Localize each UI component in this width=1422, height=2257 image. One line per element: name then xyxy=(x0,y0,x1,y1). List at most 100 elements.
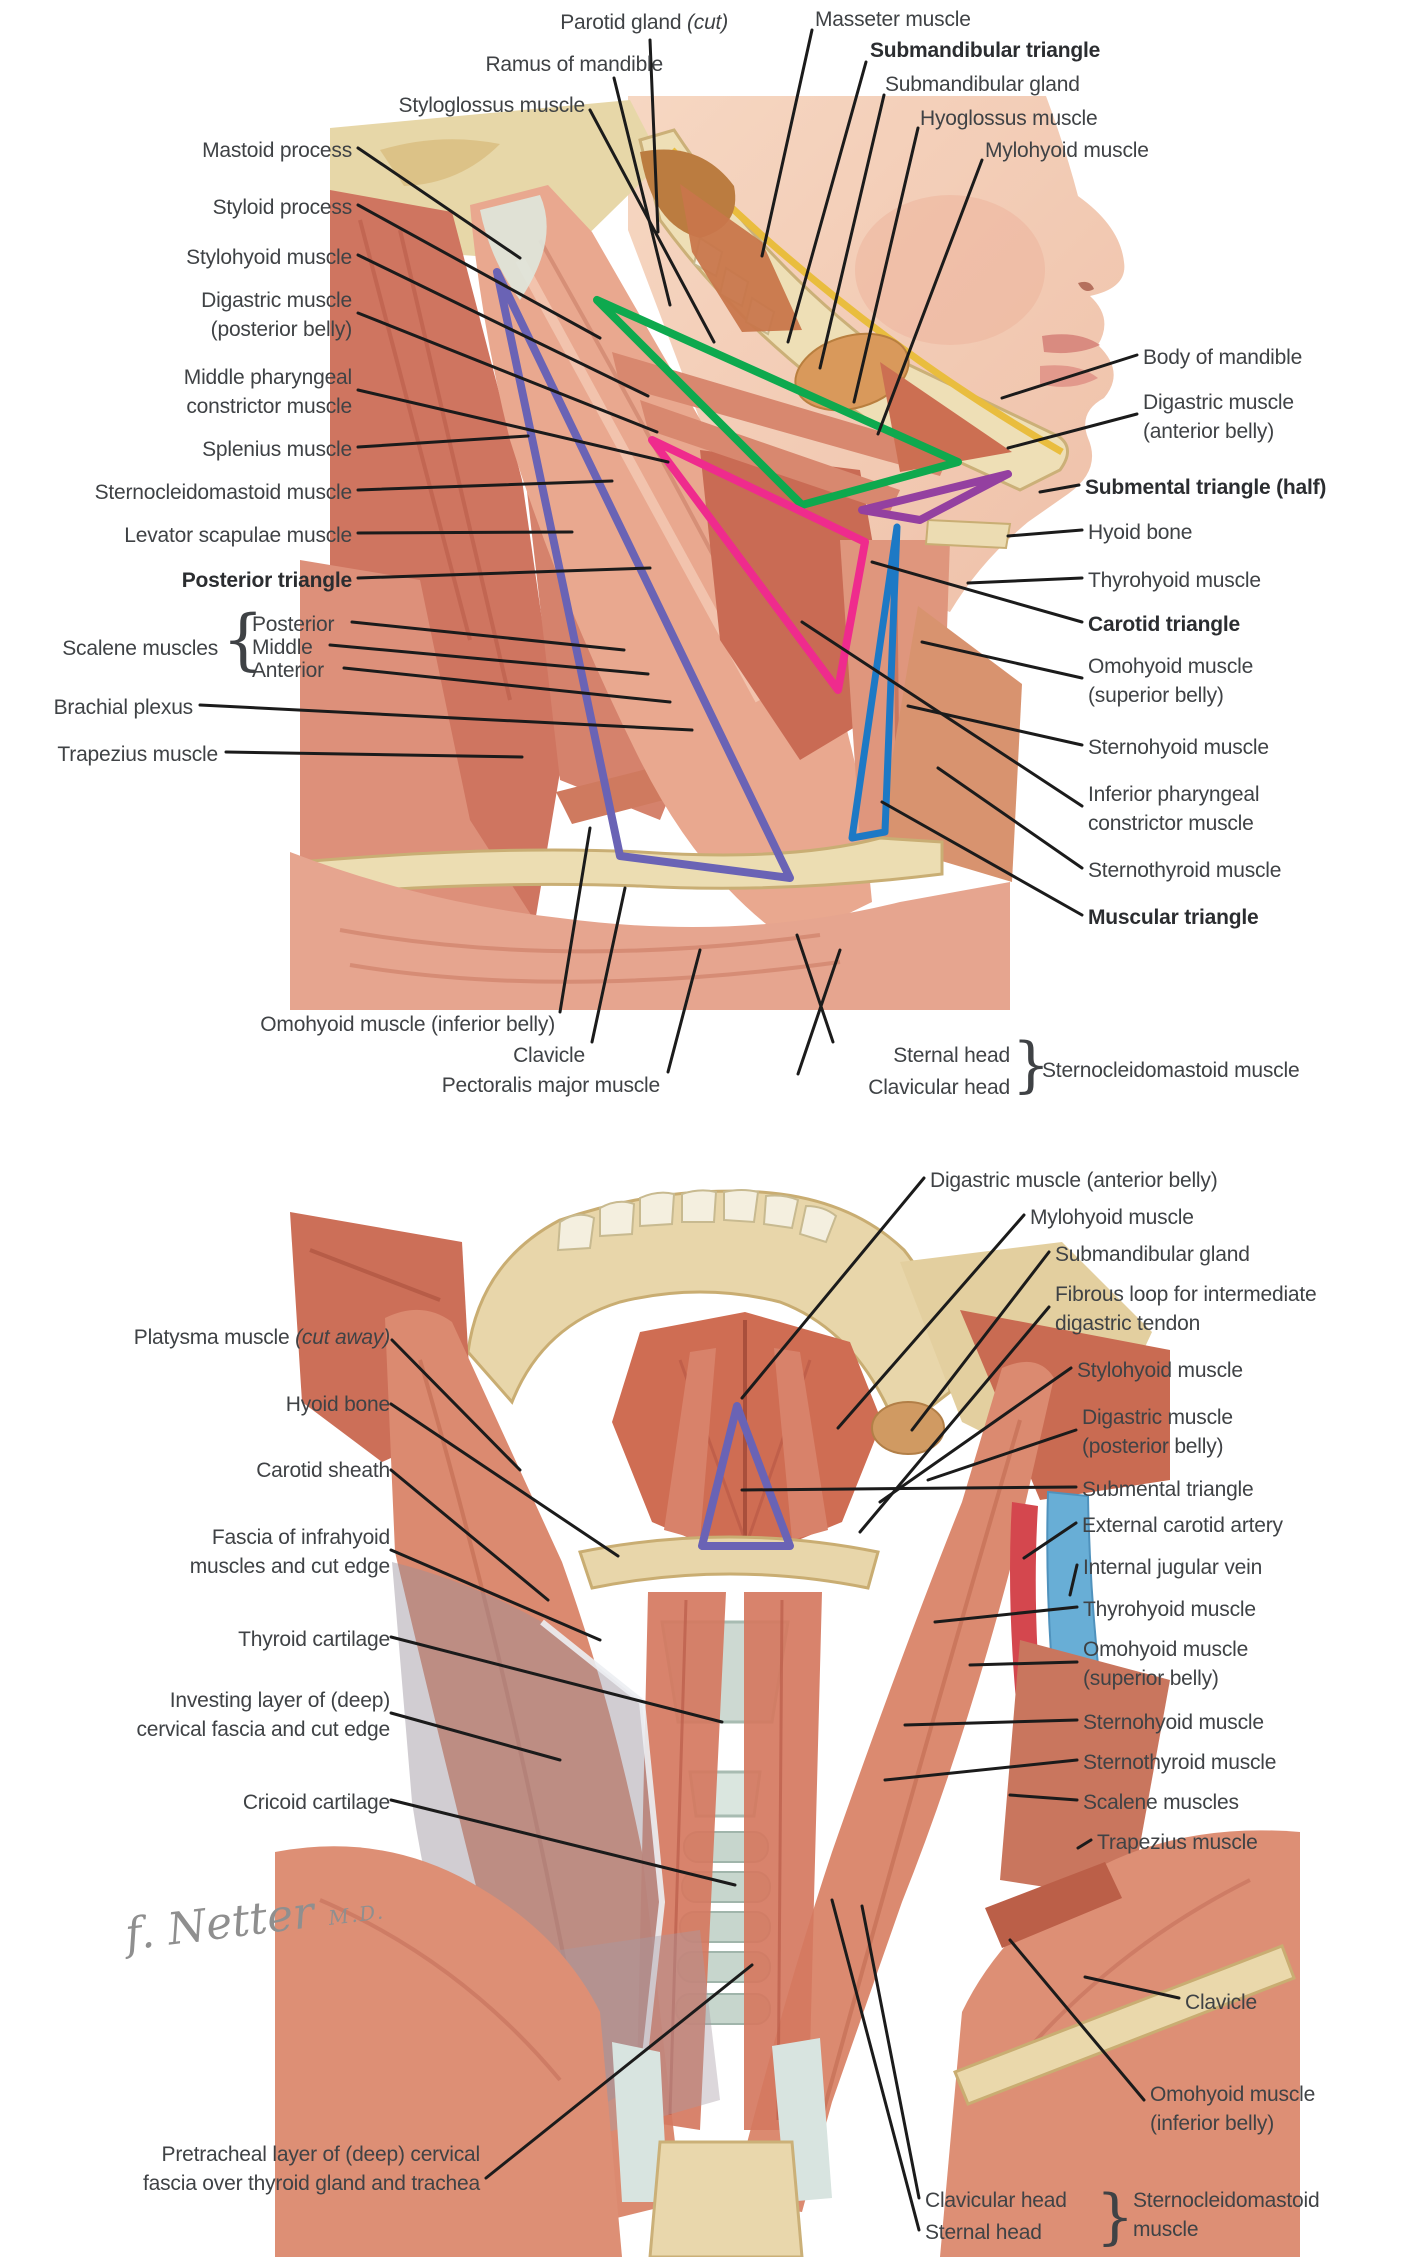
label-middle-pharyngeal: Middle pharyngeal constrictor muscle xyxy=(183,366,352,418)
label-mylohyoid-muscle: Mylohyoid muscle xyxy=(985,139,1149,162)
label-omohyoid-inferior: Omohyoid muscle (inferior belly) xyxy=(260,1013,555,1036)
leader-line xyxy=(910,1250,1051,1432)
label-submandibular-triangle: Submandibular triangle xyxy=(870,39,1101,62)
left-scm-band xyxy=(385,1309,682,2232)
scm-heads-brace-2: } xyxy=(1096,2182,1135,2252)
leader-line xyxy=(968,1660,1079,1667)
leader-line xyxy=(1038,483,1081,494)
leader-line xyxy=(795,933,835,1044)
label-thyrohyoid-muscle: Thyrohyoid muscle xyxy=(1088,569,1261,592)
label-omohyoid-inferior-2: Omohyoid muscle (inferior belly) xyxy=(1150,2083,1316,2135)
figure1-lateral-neck xyxy=(290,96,1125,1010)
label-parotid-gland: Parotid gland (cut) xyxy=(560,11,728,34)
label-pretracheal-layer: Pretracheal layer of (deep) cervical fas… xyxy=(143,2143,480,2195)
digastric-anterior-bellies xyxy=(664,1348,828,1540)
leader-line xyxy=(612,76,672,307)
submental-triangle-overlay xyxy=(858,470,1012,524)
nostril xyxy=(1078,281,1094,291)
label-sternocleidomastoid: Sternocleidomastoid muscle xyxy=(94,481,353,504)
label-fascia-infrahyoid: Fascia of infrahyoid muscles and cut edg… xyxy=(189,1526,390,1578)
leader-line xyxy=(760,28,814,258)
leader-line xyxy=(880,800,1084,917)
label-scm-heads-2: Sternocleidomastoid muscle xyxy=(1133,2189,1320,2241)
label-trapezius-2: Trapezius muscle xyxy=(1097,1831,1258,1854)
label-stylohyoid-muscle: Stylohyoid muscle xyxy=(186,246,352,269)
leader-line xyxy=(224,750,524,759)
scm-tendon-heads xyxy=(612,2038,832,2202)
leader-line xyxy=(830,1898,921,2232)
omohyoid-inferior-belly xyxy=(985,1862,1122,1948)
chest-pectoralis xyxy=(290,852,1010,1010)
leader-line xyxy=(648,38,660,234)
leader-line xyxy=(356,479,614,492)
label-sternal-head-2: Sternal head xyxy=(925,2221,1042,2244)
label-trapezius-muscle: Trapezius muscle xyxy=(57,743,218,766)
label-sternothyroid-muscle: Sternothyroid muscle xyxy=(1088,859,1282,882)
label-scalene-middle: Middle xyxy=(252,636,313,659)
label-digastric-anterior: Digastric muscle (anterior belly) xyxy=(1143,391,1294,443)
leader-line xyxy=(870,560,1084,624)
carotid-triangle-overlay xyxy=(648,436,869,694)
leader-line xyxy=(936,766,1084,870)
label-submental-triangle-2: Submental triangle xyxy=(1082,1478,1254,1501)
label-clavicular-head-2: Clavicular head xyxy=(925,2189,1067,2212)
leader-line xyxy=(966,576,1084,585)
leader-line xyxy=(1006,528,1084,538)
label-external-carotid: External carotid artery xyxy=(1082,1514,1283,1537)
right-scalene-mass xyxy=(1000,1640,1170,1900)
label-carotid-triangle: Carotid triangle xyxy=(1088,613,1240,636)
label-submandibular-gland: Submandibular gland xyxy=(885,73,1080,96)
label-scm-heads: Sternocleidomastoid muscle xyxy=(1042,1059,1300,1082)
scm-heads-brace: } xyxy=(1012,1030,1051,1100)
leader-line xyxy=(1000,353,1139,400)
leader-line xyxy=(933,1605,1079,1624)
leader-line xyxy=(836,1213,1026,1430)
label-submental-triangle-half: Submental triangle (half) xyxy=(1085,476,1327,499)
clavicle-bone xyxy=(298,836,944,898)
leader-line xyxy=(1006,412,1139,450)
posterior-triangle-overlay xyxy=(493,268,794,882)
leader-line xyxy=(356,434,530,449)
label-digastric-posterior: Digastric muscle (posterior belly) xyxy=(201,289,352,341)
label-fibrous-loop: Fibrous loop for intermediate digastric … xyxy=(1055,1283,1317,1335)
leader-line xyxy=(389,1402,620,1558)
leader-line xyxy=(356,388,670,464)
leader-line xyxy=(860,1904,921,2200)
bone-texture xyxy=(380,139,500,186)
label-hyoid-bone-2: Hyoid bone xyxy=(285,1393,390,1416)
label-posterior-triangle: Posterior triangle xyxy=(181,569,352,592)
label-brachial-plexus: Brachial plexus xyxy=(53,696,194,719)
leader-line xyxy=(356,566,652,580)
label-ramus-of-mandible: Ramus of mandible xyxy=(485,53,663,76)
label-muscular-triangle: Muscular triangle xyxy=(1088,906,1259,929)
right-cheek-muscles xyxy=(960,1310,1170,1500)
label-clavicle: Clavicle xyxy=(513,1044,585,1067)
label-thyroid-cartilage: Thyroid cartilage xyxy=(238,1628,390,1651)
leader-line xyxy=(800,620,1084,808)
label-scalene-muscles: Scalene muscles xyxy=(62,637,218,660)
leader-line xyxy=(356,253,650,398)
sternum-bone xyxy=(648,2140,804,2257)
leader-line xyxy=(390,1338,522,1472)
left-shoulder xyxy=(275,1846,622,2257)
leader-line xyxy=(1068,1563,1079,1597)
label-platysma: Platysma muscle (cut away) xyxy=(133,1326,390,1349)
figure2-anterior-neck xyxy=(275,1189,1300,2257)
submental-triangle-overlay xyxy=(698,1402,794,1550)
leader-line xyxy=(558,826,592,1014)
leader-line xyxy=(903,1718,1079,1727)
label-mylohyoid-2: Mylohyoid muscle xyxy=(1030,1206,1194,1229)
label-pectoralis-major: Pectoralis major muscle xyxy=(441,1074,661,1097)
label-inferior-pharyngeal: Inferior pharyngeal constrictor muscle xyxy=(1088,783,1260,835)
label-masseter-muscle: Masseter muscle xyxy=(815,8,971,31)
label-investing-layer: Investing layer of (deep) cervical fasci… xyxy=(136,1689,390,1741)
label-sternohyoid-2: Sternohyoid muscle xyxy=(1083,1711,1264,1734)
label-carotid-sheath: Carotid sheath xyxy=(256,1459,390,1482)
leader-line xyxy=(1022,1521,1078,1560)
label-thyrohyoid-2: Thyrohyoid muscle xyxy=(1083,1598,1256,1621)
label-sternal-head: Sternal head xyxy=(893,1044,1010,1067)
label-styloid-process: Styloid process xyxy=(212,196,353,219)
leader-line xyxy=(389,1468,550,1602)
